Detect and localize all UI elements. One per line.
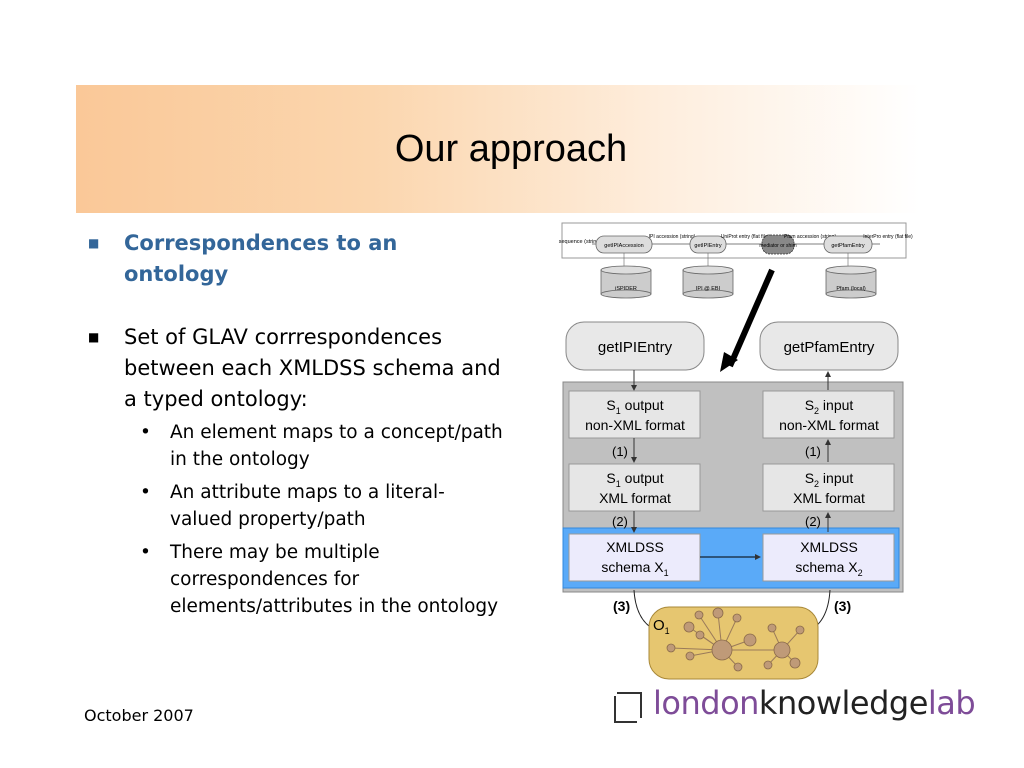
right-xml-box <box>762 463 895 512</box>
schema-box-left <box>568 533 701 582</box>
ontology-label: O1 <box>653 617 670 636</box>
sub-bullet-text: There may be multiple correspondences fo… <box>170 542 499 617</box>
bullet-text: Correspondences to an ontology <box>124 231 398 286</box>
schema-right-line1: XMLDSS <box>800 539 858 555</box>
database-icon <box>600 265 652 299</box>
schema-right-line2: schema X2 <box>795 559 862 578</box>
sequence-label: sequence (string) <box>559 239 602 245</box>
schema-box-right <box>762 533 895 582</box>
left-xml-label: S1 output <box>606 470 663 489</box>
sub-bullet-text: An attribute maps to a literal-valued pr… <box>170 482 445 530</box>
bullet-item: ■ Set of GLAV corrrespondences between e… <box>86 322 506 415</box>
database-label: iSPIDER <box>615 286 637 292</box>
zoom-pointer-arrow <box>727 268 775 368</box>
square-bullet-icon: ■ <box>88 330 100 344</box>
sub-bullet-text: An element maps to a concept/path in the… <box>170 422 503 470</box>
step-label: (1) <box>612 444 628 459</box>
square-bullet-icon: ■ <box>88 236 100 250</box>
title-band <box>76 85 920 213</box>
workflow-io-label: InterPro entry (flat file) <box>863 234 913 240</box>
workflow-strip: sequence (string) getIPIAccession IPI ac… <box>559 222 913 299</box>
schema-left-line1: XMLDSS <box>606 539 664 555</box>
service-label-right: getPfamEntry <box>784 339 875 356</box>
sub-bullet-item: • An attribute maps to a literal-valued … <box>86 479 506 533</box>
step-label: (2) <box>805 514 821 529</box>
left-output-label: S1 output <box>606 397 663 416</box>
database-icon <box>825 265 877 299</box>
schema-left-line2: schema X1 <box>601 559 668 578</box>
workflow-mediator <box>761 234 795 255</box>
left-xml-format: XML format <box>599 490 671 506</box>
slide-title: Our approach <box>394 128 628 170</box>
right-input-format: non-XML format <box>779 417 879 433</box>
round-bullet-icon: • <box>140 482 151 503</box>
logo-mark-icon <box>614 692 642 723</box>
right-xml-label: S2 input <box>805 470 854 489</box>
left-output-box <box>568 390 701 439</box>
workflow-service-label: mediator or shim <box>759 243 796 249</box>
zoom-pointer-arrowhead <box>720 352 738 372</box>
right-input-label: S2 input <box>805 397 854 416</box>
service-box-right <box>759 321 899 371</box>
step-label: (3) <box>613 598 630 614</box>
logo-part: london <box>653 684 759 722</box>
workflow-service-label: getIPIAccession <box>604 243 643 249</box>
footer-date: October 2007 <box>84 706 194 725</box>
step-label: (3) <box>834 598 851 614</box>
logo-part: lab <box>927 684 976 722</box>
right-input-box <box>762 390 895 439</box>
logo-part: knowledge <box>758 684 928 722</box>
service-box-left <box>565 321 705 371</box>
round-bullet-icon: • <box>140 422 151 443</box>
step-label: (1) <box>805 444 821 459</box>
bullet-list: ■ Correspondences to an ontology ■ Set o… <box>86 228 506 626</box>
workflow-io-label: IPI accession (string) <box>649 234 696 240</box>
workflow-io-label: UniProt entry (flat file) <box>721 234 770 240</box>
database-icon <box>682 265 734 299</box>
left-output-format: non-XML format <box>585 417 685 433</box>
bullet-text: Set of GLAV corrrespondences between eac… <box>124 325 501 411</box>
sub-bullet-item: • An element maps to a concept/path in t… <box>86 419 506 473</box>
left-xml-box <box>568 463 701 512</box>
right-xml-format: XML format <box>793 490 865 506</box>
database-label: IPI @ EBI <box>696 286 721 292</box>
london-knowledge-lab-logo: londonknowledgelab <box>609 684 1009 728</box>
workflow-service-label: getPfamEntry <box>831 243 865 249</box>
workflow-io-label: Pfam accession (string) <box>784 234 837 240</box>
logo-wordmark: londonknowledgelab <box>653 684 976 722</box>
step-label: (2) <box>612 514 628 529</box>
ontology-graph-nodes <box>666 607 805 672</box>
database-label: Pfam (local) <box>836 286 866 292</box>
sub-bullet-item: • There may be multiple correspondences … <box>86 539 506 620</box>
bullet-item: ■ Correspondences to an ontology <box>86 228 506 290</box>
round-bullet-icon: • <box>140 542 151 563</box>
service-label-left: getIPIEntry <box>598 339 673 356</box>
workflow-service-label: getIPIEntry <box>694 243 721 249</box>
